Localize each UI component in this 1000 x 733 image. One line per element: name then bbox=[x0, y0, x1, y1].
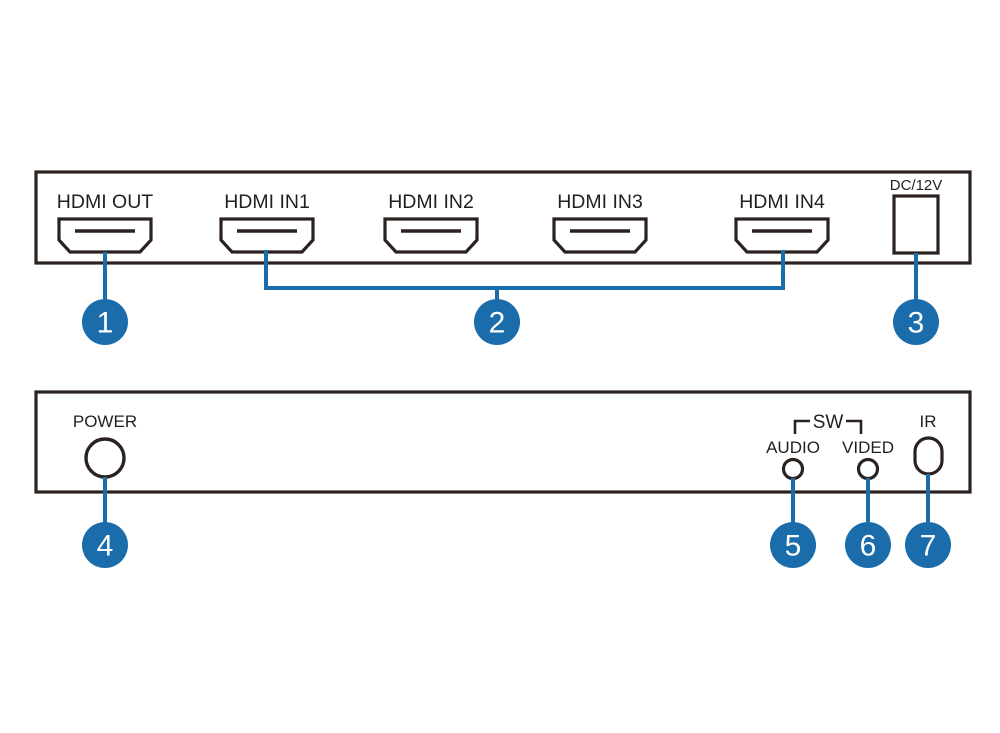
callout-6-circle bbox=[845, 522, 891, 568]
callout-1-circle bbox=[82, 299, 128, 345]
hdmi-connector-icon bbox=[383, 217, 479, 254]
port-hdmi-out[interactable]: HDMI OUT bbox=[57, 191, 153, 254]
callout-6-number: 6 bbox=[860, 530, 877, 563]
control-audio[interactable]: AUDIO bbox=[766, 438, 820, 481]
control-power-label: POWER bbox=[73, 412, 137, 431]
port-hdmi-in1[interactable]: HDMI IN1 bbox=[219, 191, 315, 254]
callout-6[interactable]: 6 bbox=[845, 522, 891, 568]
power-button-icon bbox=[84, 437, 126, 479]
rear-panel-body bbox=[34, 170, 972, 265]
front-panel-body bbox=[34, 390, 972, 494]
control-power[interactable]: POWER bbox=[73, 412, 137, 479]
port-hdmi-in2-label: HDMI IN2 bbox=[388, 191, 474, 213]
callout-3[interactable]: 3 bbox=[893, 299, 939, 345]
callout-7[interactable]: 7 bbox=[905, 522, 951, 568]
port-hdmi-in3-label: HDMI IN3 bbox=[557, 191, 643, 213]
sw-bracket-icon-right bbox=[846, 419, 863, 434]
callout-4-circle bbox=[82, 522, 128, 568]
callout-5[interactable]: 5 bbox=[770, 522, 816, 568]
port-hdmi-in2[interactable]: HDMI IN2 bbox=[383, 191, 479, 254]
sw-group-label: SW bbox=[813, 412, 844, 433]
callout-5-circle bbox=[770, 522, 816, 568]
hdmi-connector-icon bbox=[734, 217, 830, 254]
callout-3-circle bbox=[893, 299, 939, 345]
callout-2[interactable]: 2 bbox=[474, 299, 520, 345]
callout-5-number: 5 bbox=[785, 530, 802, 563]
callout-7-circle bbox=[905, 522, 951, 568]
control-vided-label: VIDED bbox=[842, 438, 894, 457]
front-panel: POWER SW AUDIO VIDED IR bbox=[34, 390, 972, 494]
rear-panel-callouts: 1 2 3 bbox=[82, 250, 939, 345]
callout-1[interactable]: 1 bbox=[82, 299, 128, 345]
dc-jack-icon bbox=[892, 194, 940, 255]
control-ir-label: IR bbox=[920, 412, 937, 431]
hdmi-connector-icon bbox=[57, 217, 153, 254]
callout-4[interactable]: 4 bbox=[82, 522, 128, 568]
audio-led-icon bbox=[781, 457, 805, 481]
callout-7-number: 7 bbox=[920, 530, 937, 563]
front-panel-callouts: 4 5 6 7 bbox=[82, 474, 951, 568]
callout-1-number: 1 bbox=[97, 307, 114, 340]
hdmi-connector-icon bbox=[552, 217, 648, 254]
port-dc-12v[interactable]: DC/12V bbox=[890, 177, 943, 255]
port-hdmi-in1-label: HDMI IN1 bbox=[224, 191, 310, 213]
sw-group: SW bbox=[793, 412, 863, 434]
rear-panel: HDMI OUT HDMI IN1 HDMI IN2 HDMI IN3 bbox=[34, 170, 972, 265]
hdmi-connector-icon bbox=[219, 217, 315, 254]
control-audio-label: AUDIO bbox=[766, 438, 820, 457]
port-hdmi-in4[interactable]: HDMI IN4 bbox=[734, 191, 830, 254]
callout-2-bracket bbox=[264, 250, 785, 290]
callout-3-number: 3 bbox=[908, 307, 925, 340]
callout-2-number: 2 bbox=[489, 307, 506, 340]
port-hdmi-out-label: HDMI OUT bbox=[57, 191, 153, 213]
callout-2-circle bbox=[474, 299, 520, 345]
port-hdmi-in3[interactable]: HDMI IN3 bbox=[552, 191, 648, 254]
sw-bracket-icon bbox=[793, 419, 810, 434]
callout-4-number: 4 bbox=[97, 530, 114, 563]
port-dc-12v-label: DC/12V bbox=[890, 177, 943, 194]
port-hdmi-in4-label: HDMI IN4 bbox=[739, 191, 825, 213]
vided-led-icon bbox=[856, 457, 880, 481]
ir-receiver-icon bbox=[913, 436, 944, 476]
